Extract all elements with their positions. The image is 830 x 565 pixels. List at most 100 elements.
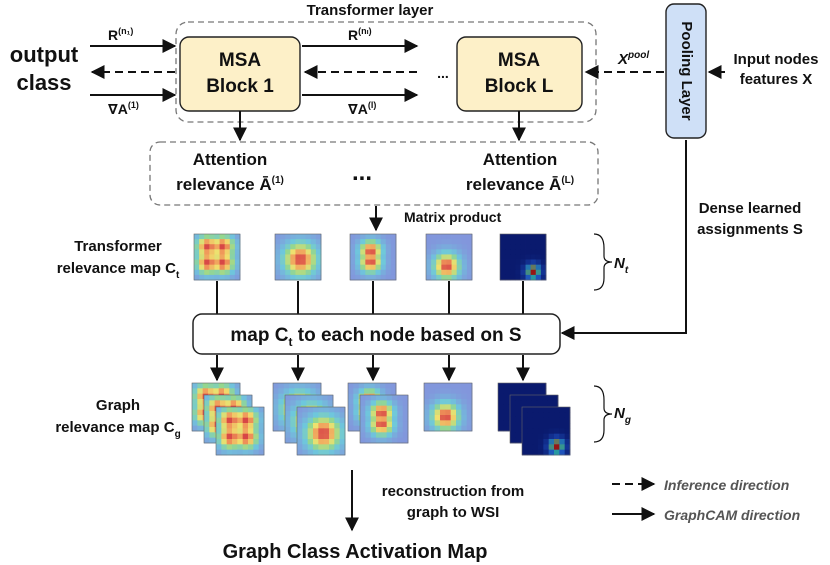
heatmap-cell [234,264,241,271]
heatmap-cell [500,264,506,271]
heatmap-cell [285,405,291,412]
heatmap-cell [370,264,376,271]
heatmap-cell [278,420,285,427]
heatmap-cell [505,274,511,281]
heatmap-cell [360,411,366,417]
heatmap-cell [305,254,312,260]
heatmap-cell [402,405,409,412]
heatmap-cell [318,444,325,451]
heatmap-cell [302,439,309,445]
heatmap-cell [466,239,473,245]
heatmap-cell [538,439,544,445]
heatmap-cell [450,404,457,411]
heatmap-cell [221,412,228,419]
r1-label: R(n₁) [108,26,133,43]
heatmap-cell [209,427,216,433]
heatmap-cell [456,409,462,416]
heatmap-cell [456,239,463,245]
heatmap-cell [431,274,437,281]
heatmap-cell [355,239,361,245]
heatmap-cell [275,234,281,240]
heatmap-cell [301,395,307,401]
heatmap-cell [510,234,516,240]
heatmap-cell [295,239,301,245]
heatmap-cell [226,439,233,445]
heatmap-cell [370,244,376,250]
heatmap-cell [258,412,265,419]
heatmap-cell [498,383,504,389]
heatmap-cell [436,254,442,260]
heatmap-cell [500,249,506,255]
heatmap-cell [214,400,221,407]
heatmap-cell [510,400,516,407]
heatmap-cell [386,432,393,439]
heatmap-cell [197,393,204,400]
heatmap-cell [216,412,222,419]
heatmap-cell [522,412,528,419]
heatmap-cell [224,264,231,271]
pooling-layer-box [665,3,707,139]
heatmap-cell [350,234,356,240]
heatmap-cell [375,259,382,266]
output-class-label-line2: class [16,70,71,95]
heatmap-cell [339,428,346,435]
heatmap-cell [307,433,314,440]
heatmap-cell [461,420,468,427]
heatmap-cell [273,388,279,395]
heatmap-cell [500,239,506,245]
heatmap-cell [310,234,317,240]
heatmap-cell [224,239,231,245]
heatmap-cell [554,428,560,435]
msa-block-1-line2: Block 1 [206,76,274,97]
heatmap-cell [402,437,409,444]
heatmap-cell [440,420,446,427]
heatmap-cell [429,415,436,421]
heatmap-cell [436,264,442,271]
heatmap-cell [329,444,335,451]
heatmap-cell [310,259,317,266]
heatmap-cell [315,259,322,266]
graph-heatmap [296,406,346,456]
heatmap-cell [318,433,325,440]
heatmap-cell [229,239,236,245]
heatmap-cell [431,259,437,266]
heatmap-cell [360,274,366,281]
dense-assignments-line1: Dense learned [699,200,802,217]
heatmap-cell [290,259,296,266]
heatmap-cell [503,415,510,421]
heatmap-cell [505,244,511,250]
heatmap-cell [370,249,376,255]
heatmap-cell [242,439,249,445]
heatmap-cell [318,428,325,435]
heatmap-cell [441,269,447,276]
heatmap-cell [242,423,249,429]
heatmap-cell [445,415,452,421]
heatmap-cell [456,415,462,421]
heatmap-cell [531,395,538,401]
heatmap-cell [522,444,528,451]
heatmap-cell [323,423,330,429]
heatmap-cell [522,439,528,445]
heatmap-cell [392,427,398,433]
heatmap-cell [253,423,260,429]
heatmap-cell [334,417,341,424]
heatmap-cell [424,415,430,421]
heatmap-cell [450,399,457,405]
heatmap-cell [204,269,210,276]
heatmap-cell [375,239,382,245]
heatmap-cell [535,269,542,276]
heatmap-cell [221,407,228,413]
heatmap-cell [209,244,215,250]
heatmap-cell [392,421,398,428]
heatmap-cell [248,449,254,456]
heatmap-cell [503,404,510,411]
heatmap-cell [365,427,372,433]
heatmap-cell [540,274,547,281]
heatmap-cell [538,417,544,424]
heatmap-cell [323,428,330,435]
transformer-heatmap [193,233,241,281]
heatmap-cell [197,404,204,411]
graph-heatmap [359,394,409,444]
heatmap-cell [208,383,214,389]
heatmap-cell [307,417,314,424]
